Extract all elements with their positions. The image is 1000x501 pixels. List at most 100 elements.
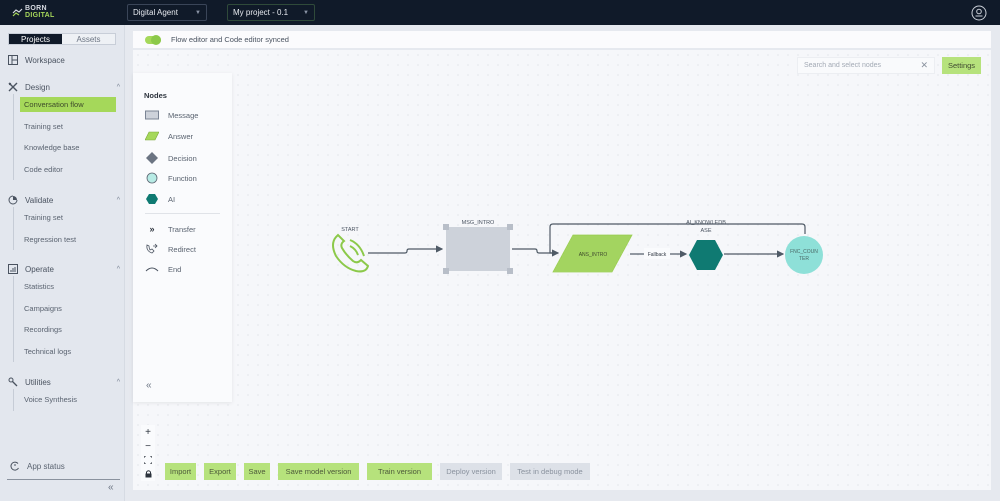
nodes-panel-divider — [145, 213, 220, 214]
sync-label: Flow editor and Code editor synced — [171, 35, 289, 44]
agent-select-value: Digital Agent — [133, 8, 178, 17]
collapse-nodes-panel-icon[interactable]: « — [146, 380, 152, 391]
save-button[interactable]: Save — [244, 463, 270, 480]
zoom-in-button[interactable]: + — [141, 425, 155, 439]
sidebar-section-design: Design ^ Conversation flow Training set … — [8, 80, 120, 180]
workspace-icon — [8, 55, 18, 65]
app-status-icon — [10, 461, 19, 471]
sidebar-item-conversation-flow[interactable]: Conversation flow — [20, 94, 120, 116]
sidebar-item-training-set[interactable]: Training set — [24, 121, 63, 131]
palette-item-redirect[interactable]: Redirect — [145, 243, 196, 254]
sidebar-item-campaigns[interactable]: Campaigns — [24, 303, 62, 313]
section-label: Design — [25, 82, 50, 92]
tab-assets[interactable]: Assets — [62, 34, 115, 44]
design-sub-list: Conversation flow Training set Knowledge… — [13, 94, 120, 180]
validate-pie-icon — [8, 195, 18, 205]
export-button[interactable]: Export — [204, 463, 236, 480]
nodes-palette: Nodes Message Answer Decision Function A… — [133, 73, 232, 402]
sidebar-item-recordings[interactable]: Recordings — [24, 325, 62, 335]
utilities-wrench-icon — [8, 377, 18, 387]
operate-sub-list: Statistics Campaigns Recordings Technica… — [13, 276, 120, 362]
section-label: Operate — [25, 264, 54, 274]
project-select[interactable]: My project - 0.1 ▼ — [227, 4, 315, 21]
sidebar-item-technical-logs[interactable]: Technical logs — [24, 346, 72, 356]
end-call-icon — [145, 264, 159, 274]
sidebar-item-regression-test[interactable]: Regression test — [24, 234, 77, 244]
palette-item-message[interactable]: Message — [145, 110, 198, 120]
utilities-sub-list: Voice Synthesis — [13, 389, 120, 411]
sidebar-item-knowledge-base[interactable]: Knowledge base — [24, 143, 80, 153]
answer-node-icon — [145, 131, 159, 141]
sidebar-section-validate: Validate ^ Training set Regression test — [8, 193, 120, 250]
palette-item-transfer[interactable]: » Transfer — [145, 224, 195, 234]
flow-canvas[interactable] — [133, 50, 991, 490]
design-tools-icon — [8, 82, 18, 92]
train-version-button[interactable]: Train version — [367, 463, 432, 480]
app-status-label: App status — [27, 461, 65, 471]
transfer-icon: » — [149, 224, 155, 234]
test-debug-mode-button[interactable]: Test in debug mode — [510, 463, 590, 480]
section-header-design[interactable]: Design ^ — [8, 80, 120, 94]
top-bar: BORN DIGITAL Digital Agent ▼ My project … — [0, 0, 1000, 25]
lock-icon — [145, 470, 151, 478]
project-select-value: My project - 0.1 — [233, 8, 289, 17]
section-header-validate[interactable]: Validate ^ — [8, 193, 120, 207]
chevron-down-icon: ▼ — [303, 9, 309, 16]
decision-node-icon — [145, 152, 159, 164]
deploy-version-button[interactable]: Deploy version — [440, 463, 502, 480]
redirect-icon — [145, 243, 159, 254]
sidebar-item-code-editor[interactable]: Code editor — [24, 164, 63, 174]
fit-view-button[interactable] — [141, 453, 155, 467]
validate-sub-list: Training set Regression test — [13, 207, 120, 250]
sidebar-tabs: Projects Assets — [8, 33, 116, 45]
logo[interactable]: BORN DIGITAL — [12, 5, 55, 19]
palette-item-ai[interactable]: AI — [145, 194, 175, 204]
zoom-out-button[interactable]: − — [141, 439, 155, 453]
section-header-utilities[interactable]: Utilities ^ — [8, 375, 120, 389]
chevron-up-icon[interactable]: ^ — [116, 83, 120, 91]
palette-item-decision[interactable]: Decision — [145, 152, 197, 164]
import-button[interactable]: Import — [165, 463, 196, 480]
search-placeholder: Search and select nodes — [804, 62, 882, 69]
settings-button[interactable]: Settings — [942, 57, 981, 74]
chevron-up-icon[interactable]: ^ — [116, 378, 120, 386]
node-search-input[interactable]: Search and select nodes ✕ — [797, 57, 935, 74]
sidebar-item-statistics[interactable]: Statistics — [24, 282, 55, 292]
sidebar-section-operate: Operate ^ Statistics Campaigns Recording… — [8, 262, 120, 362]
sync-status-bar: Flow editor and Code editor synced — [133, 31, 991, 48]
nodes-panel-title: Nodes — [144, 91, 167, 100]
operate-chart-icon — [8, 264, 18, 274]
ai-node-icon — [145, 194, 159, 204]
app-status-link[interactable]: App status — [10, 461, 65, 471]
sidebar-item-workspace[interactable]: Workspace — [8, 55, 65, 65]
section-label: Utilities — [25, 377, 51, 387]
sync-toggle[interactable] — [145, 34, 161, 45]
sidebar-divider — [7, 479, 120, 480]
section-label: Validate — [25, 195, 54, 205]
user-account-icon[interactable] — [971, 5, 987, 21]
zoom-controls: + − — [141, 425, 155, 481]
fit-view-icon — [144, 456, 152, 464]
message-node-icon — [145, 110, 159, 120]
save-model-version-button[interactable]: Save model version — [278, 463, 359, 480]
tab-projects[interactable]: Projects — [9, 34, 62, 44]
collapse-sidebar-icon[interactable]: « — [108, 482, 114, 493]
sidebar-item-voice-synthesis[interactable]: Voice Synthesis — [24, 395, 77, 405]
chevron-down-icon: ▼ — [195, 9, 201, 16]
logo-text-line2: DIGITAL — [25, 12, 55, 19]
palette-item-function[interactable]: Function — [145, 172, 197, 184]
chevron-up-icon[interactable]: ^ — [116, 196, 120, 204]
sidebar-item-label: Workspace — [25, 55, 65, 65]
logo-text-line1: BORN — [25, 5, 47, 12]
section-header-operate[interactable]: Operate ^ — [8, 262, 120, 276]
agent-select[interactable]: Digital Agent ▼ — [127, 4, 207, 21]
sidebar-section-utilities: Utilities ^ Voice Synthesis — [8, 375, 120, 411]
lock-button[interactable] — [141, 467, 155, 481]
logo-mark-icon — [12, 8, 23, 16]
function-node-icon — [145, 172, 159, 184]
clear-search-icon[interactable]: ✕ — [920, 60, 928, 70]
sidebar-item-training-set[interactable]: Training set — [24, 213, 63, 223]
palette-item-end[interactable]: End — [145, 264, 181, 274]
chevron-up-icon[interactable]: ^ — [116, 265, 120, 273]
palette-item-answer[interactable]: Answer — [145, 131, 193, 141]
